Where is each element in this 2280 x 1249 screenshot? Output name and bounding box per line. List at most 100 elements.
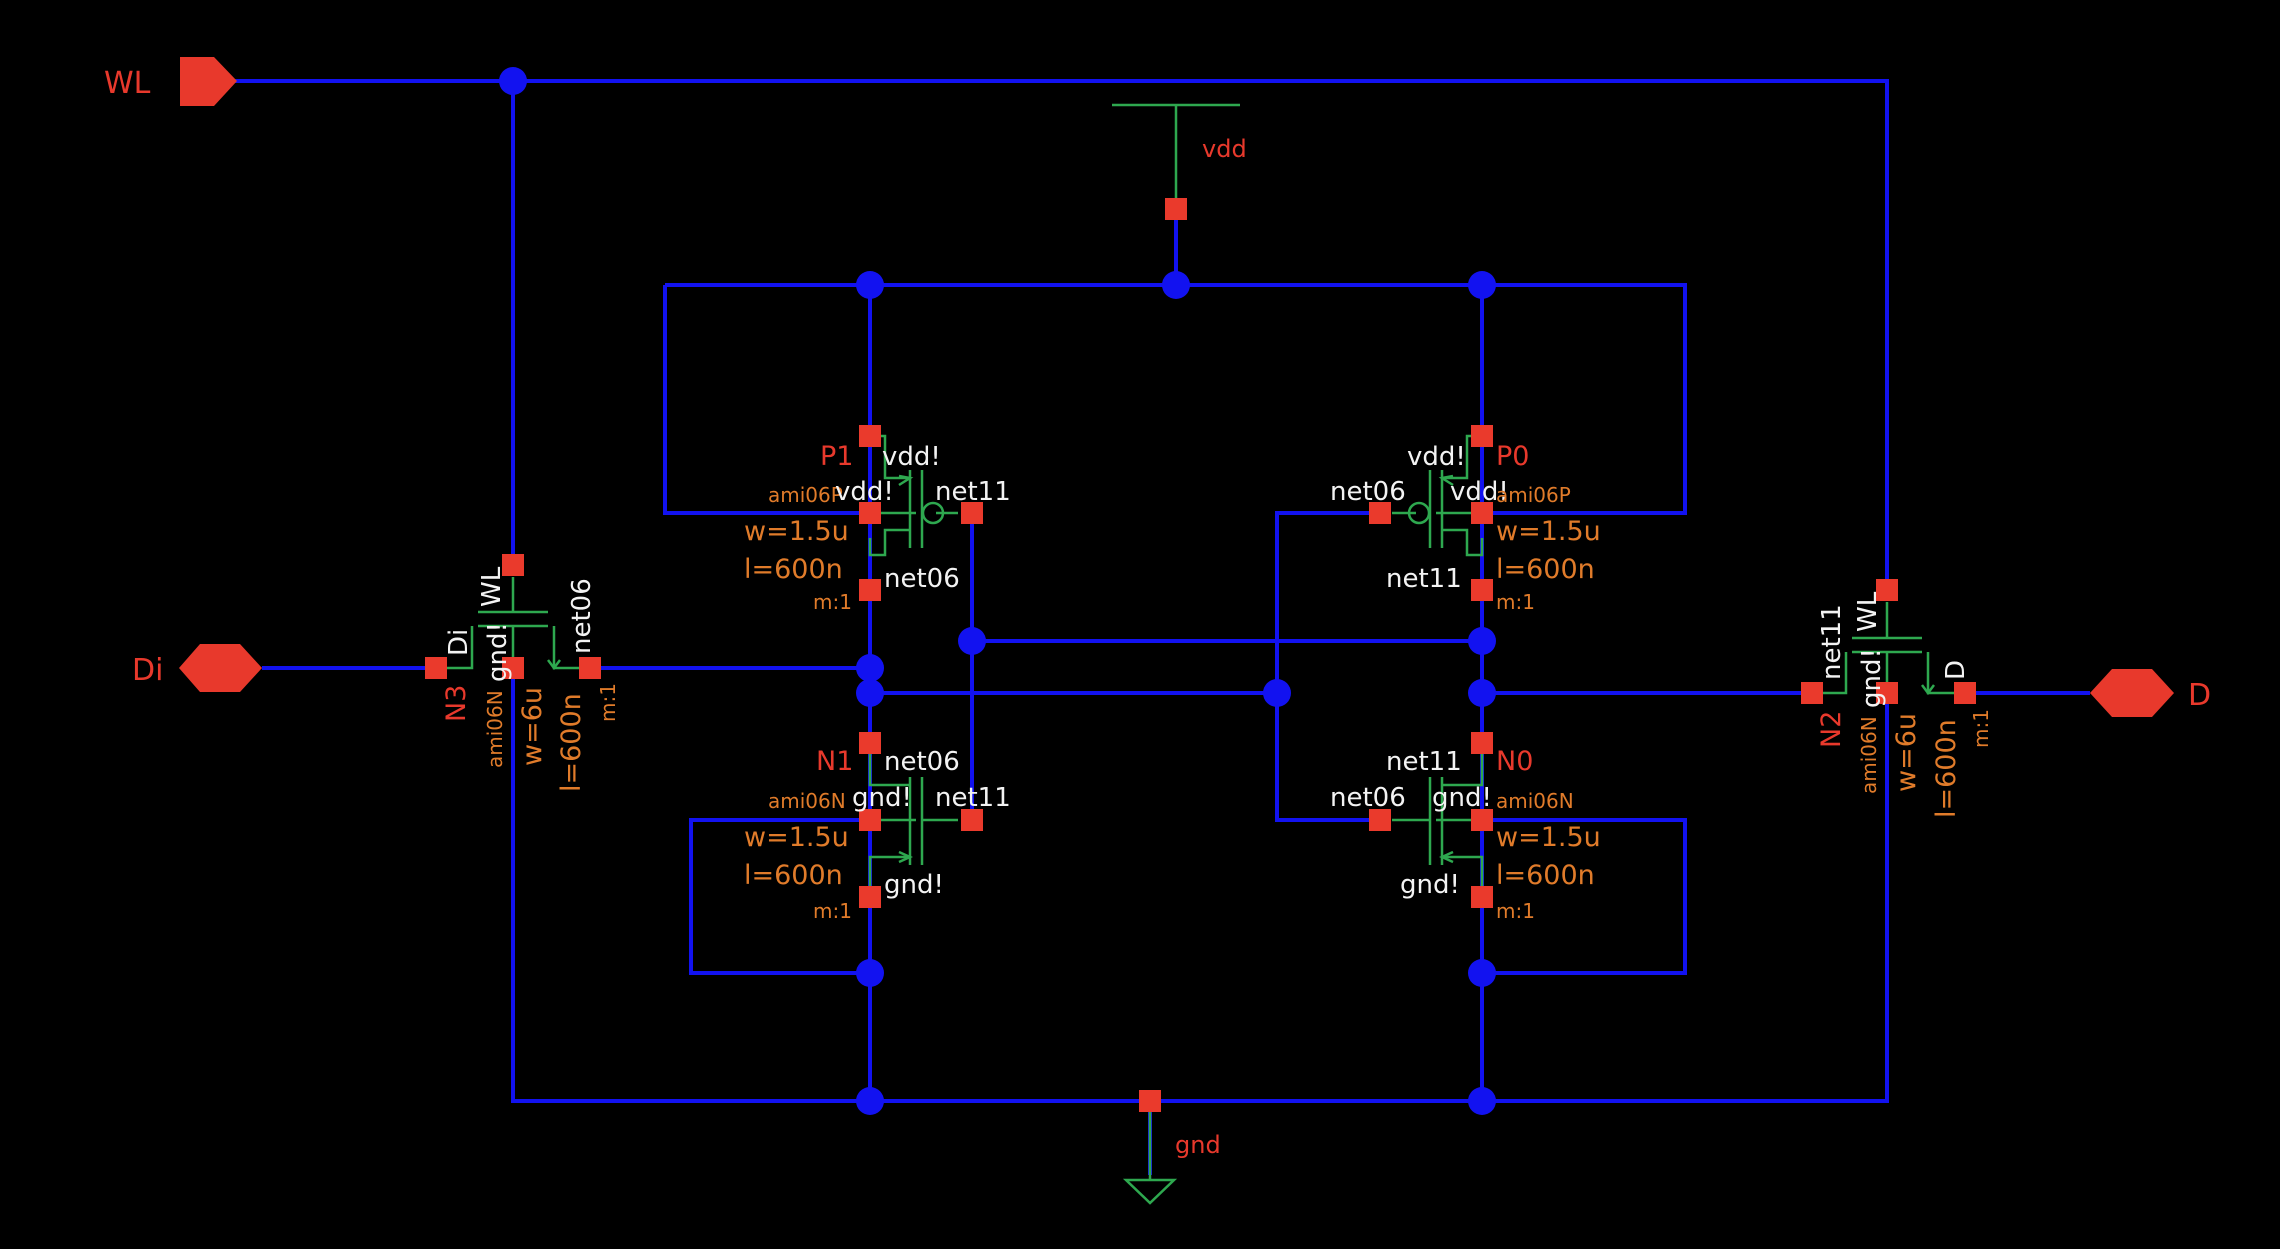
- junction-dot: [499, 67, 527, 95]
- port-d-shape[interactable]: [2090, 669, 2174, 717]
- pin-square[interactable]: [859, 732, 881, 754]
- p0-length: l=600n: [1496, 554, 1595, 585]
- junction-dot: [1468, 1087, 1496, 1115]
- p1-bulk-terminal: vdd!: [835, 477, 894, 507]
- n3-name: N3: [441, 685, 472, 722]
- port-d[interactable]: D: [2090, 669, 2211, 717]
- pin-square[interactable]: [1471, 502, 1493, 524]
- wire-n0-bulk[interactable]: [1482, 818, 1687, 975]
- pin-square[interactable]: [1801, 682, 1823, 704]
- n0-gate-terminal: net06: [1330, 783, 1406, 813]
- pin-square[interactable]: [1369, 502, 1391, 524]
- pin-square[interactable]: [1471, 886, 1493, 908]
- n1-bulk-terminal: gnd!: [852, 783, 912, 813]
- p0-gate-terminal: net06: [1330, 477, 1406, 507]
- n0-drain-terminal: net11: [1386, 747, 1462, 777]
- p1-gate-terminal: net11: [935, 477, 1011, 507]
- port-wl-label: WL: [104, 66, 151, 101]
- transistor-p1[interactable]: P1 vdd! ami06P vdd! net11 w=1.5u l=600n …: [744, 425, 1011, 614]
- transistor-p0[interactable]: P0 vdd! vdd! ami06P net06 w=1.5u l=600n …: [1330, 425, 1601, 614]
- pin-square[interactable]: [961, 502, 983, 524]
- n2-width: w=6u: [1891, 713, 1922, 792]
- n0-bulk-terminal: gnd!: [1432, 783, 1492, 813]
- pin-square[interactable]: [1139, 1090, 1161, 1112]
- port-di-shape[interactable]: [179, 644, 262, 692]
- p1-multiplier: m:1: [813, 590, 852, 614]
- pin-square[interactable]: [425, 657, 447, 679]
- wire-vdd-left-bulk[interactable]: [663, 285, 870, 515]
- pin-square[interactable]: [859, 579, 881, 601]
- n0-name: N0: [1496, 746, 1533, 777]
- n2-bulk-terminal: gnd!: [1857, 648, 1887, 708]
- wire-vdd-rail[interactable]: [665, 283, 1687, 515]
- pin-square[interactable]: [1876, 579, 1898, 601]
- pin-square[interactable]: [1369, 809, 1391, 831]
- n1-multiplier: m:1: [813, 899, 852, 923]
- vdd-symbol[interactable]: vdd: [1112, 103, 1247, 220]
- port-wl-shape[interactable]: [180, 57, 237, 106]
- n3-length: l=600n: [556, 693, 587, 792]
- n2-length: l=600n: [1931, 719, 1962, 818]
- p1-drain-terminal: net06: [884, 564, 960, 594]
- pin-square[interactable]: [859, 502, 881, 524]
- junction-dot: [856, 679, 884, 707]
- wire-n1-bulk[interactable]: [689, 818, 870, 975]
- junction-dot: [856, 959, 884, 987]
- n1-length: l=600n: [744, 860, 843, 891]
- p0-drain-terminal: net11: [1386, 564, 1462, 594]
- p1-source-terminal: vdd!: [882, 442, 941, 472]
- wire-wl-bus[interactable]: [230, 79, 1889, 590]
- port-di[interactable]: Di: [132, 644, 262, 692]
- pin-square[interactable]: [1876, 682, 1898, 704]
- n3-width: w=6u: [517, 687, 548, 766]
- pin-square[interactable]: [502, 554, 524, 576]
- port-di-label: Di: [132, 653, 163, 688]
- pin-square[interactable]: [859, 425, 881, 447]
- pin-square[interactable]: [1471, 425, 1493, 447]
- n2-name: N2: [1816, 711, 1847, 748]
- pin-square[interactable]: [859, 886, 881, 908]
- n1-source-terminal: gnd!: [884, 870, 944, 900]
- wire-net06-gate-p0[interactable]: [1275, 511, 1380, 693]
- junction-dot: [856, 654, 884, 682]
- pin-square[interactable]: [859, 809, 881, 831]
- pin-square[interactable]: [961, 809, 983, 831]
- junction-dot: [856, 1087, 884, 1115]
- p1-length: l=600n: [744, 554, 843, 585]
- pin-square[interactable]: [1471, 579, 1493, 601]
- junction-dot: [856, 271, 884, 299]
- junction-dot: [1263, 679, 1291, 707]
- n3-model: ami06N: [483, 690, 507, 768]
- junction-dot: [1468, 627, 1496, 655]
- p0-bulk-terminal: vdd!: [1450, 477, 1509, 507]
- p0-name: P0: [1496, 441, 1529, 472]
- junction-dot: [958, 627, 986, 655]
- n3-bulk-terminal: gnd!: [483, 622, 513, 682]
- transistor-n0[interactable]: N0 net11 net06 gnd! ami06N w=1.5u l=600n…: [1330, 732, 1601, 923]
- wire-gnd-rail[interactable]: [511, 668, 1889, 1103]
- n3-left-terminal: Di: [444, 629, 474, 656]
- n2-multiplier: m:1: [1969, 709, 1993, 748]
- pin-square[interactable]: [1165, 198, 1187, 220]
- pin-square[interactable]: [1471, 809, 1493, 831]
- wire-net06-cross[interactable]: [870, 691, 1380, 822]
- gnd-symbol[interactable]: gnd: [1122, 1090, 1221, 1205]
- junction-dot: [1162, 271, 1190, 299]
- junctions: [499, 67, 1496, 1115]
- transistor-n3[interactable]: WL Di gnd! net06 N3 ami06N w=6u l=600n m…: [425, 554, 620, 792]
- n3-multiplier: m:1: [596, 683, 620, 722]
- pin-square[interactable]: [1471, 732, 1493, 754]
- p0-width: w=1.5u: [1496, 516, 1601, 547]
- n0-width: w=1.5u: [1496, 822, 1601, 853]
- n2-gate-terminal: WL: [1853, 591, 1883, 632]
- port-wl[interactable]: WL: [104, 57, 237, 106]
- transistor-n2[interactable]: WL net11 gnd! D N2 ami06N w=6u l=600n m:…: [1801, 579, 1993, 818]
- pin-square[interactable]: [1954, 682, 1976, 704]
- port-d-label: D: [2188, 678, 2211, 713]
- pin-square[interactable]: [579, 657, 601, 679]
- transistor-n1[interactable]: N1 net06 ami06N gnd! net11 w=1.5u l=600n…: [744, 732, 1011, 923]
- vdd-label: vdd: [1202, 135, 1247, 163]
- pin-square[interactable]: [502, 657, 524, 679]
